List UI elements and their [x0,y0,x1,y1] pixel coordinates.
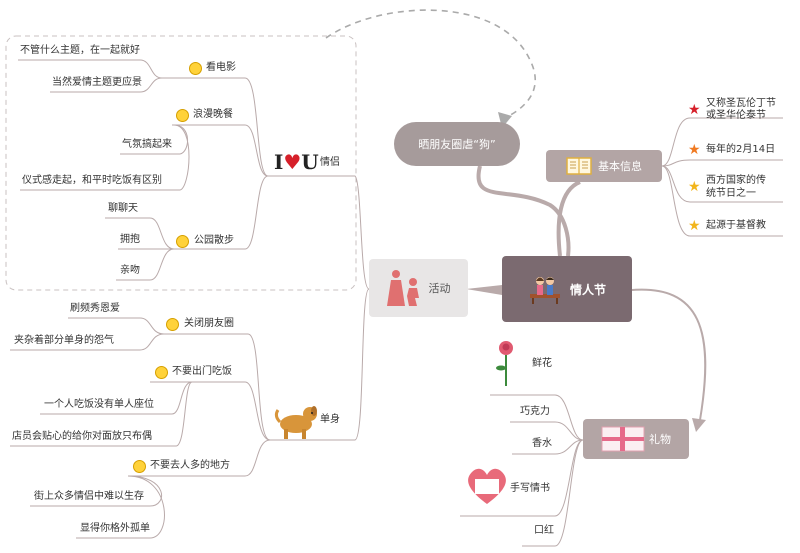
avoid-crowds-leaf-1: 街上众多情侣中难以生存 [34,491,144,502]
smile-emoji-icon [189,62,202,75]
star-icon: ★ [688,218,701,234]
close-moments-leaf-2: 夹杂着部分单身的怨气 [14,335,114,346]
logo-letter-i: I [274,150,284,174]
couple-label: 情侣 [320,157,340,168]
gift-perfume: 香水 [532,438,552,449]
bubble-label: 晒朋友圈虐“狗” [418,138,496,151]
branch-activity[interactable]: 活动 [369,259,468,317]
info-item-2: 每年的2月14日 [706,144,776,155]
heart-eyes-emoji-icon [176,109,189,122]
movie-leaf-1: 不管什么主题，在一起就好 [20,45,140,56]
gift-love-letter: 手写情书 [510,483,550,494]
dinner-leaf-1: 气氛搞起来 [122,139,172,150]
logo-letter-u: U [301,150,319,174]
info-item-4: 起源于基督教 [706,220,766,231]
branch-gifts[interactable]: 礼物 [583,419,689,459]
group-no-eating-out: 不要出门吃饭 [172,366,232,377]
info-item-3-line2: 统节日之一 [706,188,756,199]
dog-icon [274,406,317,439]
smirk-emoji-icon [166,318,179,331]
walk-leaf-1: 聊聊天 [108,203,138,214]
branch-basic-info[interactable]: 基本信息 [546,150,662,182]
grimace-emoji-icon [133,460,146,473]
central-topic-label: 情人节 [569,282,606,297]
no-eating-out-leaf-1: 一个人吃饭没有单人座位 [44,399,154,410]
gift-lipstick: 口红 [534,525,554,536]
single-label: 单身 [320,414,340,425]
group-walk: 公园散步 [194,235,234,246]
gift-flowers: 鲜花 [532,358,552,369]
couple-bench-icon [529,277,560,304]
rose-icon [496,341,513,386]
branch-gifts-label: 礼物 [649,433,671,446]
star-icon: ★ [688,179,701,195]
central-topic[interactable]: 情人节 [502,256,632,322]
i-love-u-logo: I♥U [274,150,319,174]
branch-basic-info-label: 基本信息 [598,160,642,173]
movie-leaf-2: 当然爱情主题更应景 [52,77,142,88]
no-eating-out-leaf-2: 店员会贴心的给你对面放只布偶 [12,431,152,442]
gift-box-icon [601,426,645,452]
walk-leaf-2: 拥抱 [120,234,140,245]
group-avoid-crowds: 不要去人多的地方 [150,460,230,471]
heart-icon: ♥ [283,150,302,174]
group-close-moments: 关闭朋友圈 [184,318,234,329]
group-movie: 看电影 [206,62,236,73]
dinner-leaf-2: 仪式感走起，和平时吃饭有区别 [22,175,162,186]
star-icon: ★ [688,142,701,158]
wechat-moments-bubble[interactable]: 晒朋友圈虐“狗” [394,122,520,166]
close-moments-leaf-1: 刷频秀恩爱 [70,303,120,314]
info-item-3-line1: 西方国家的传 [706,175,766,186]
blush-emoji-icon [176,235,189,248]
heart-letter-icon [468,468,506,504]
branch-activity-label: 活动 [428,282,451,295]
star-icon: ★ [688,102,701,118]
group-dinner: 浪漫晚餐 [193,109,233,120]
walk-leaf-3: 亲吻 [120,265,140,276]
gift-chocolate: 巧克力 [520,406,550,417]
info-item-1-line2: 或圣华伦泰节 [706,110,766,121]
avoid-crowds-leaf-2: 显得你格外孤单 [80,523,150,534]
weary-emoji-icon [155,366,168,379]
proposal-icon [386,270,419,306]
book-icon [566,157,592,175]
info-item-1-line1: 又称圣瓦伦丁节 [706,98,776,109]
